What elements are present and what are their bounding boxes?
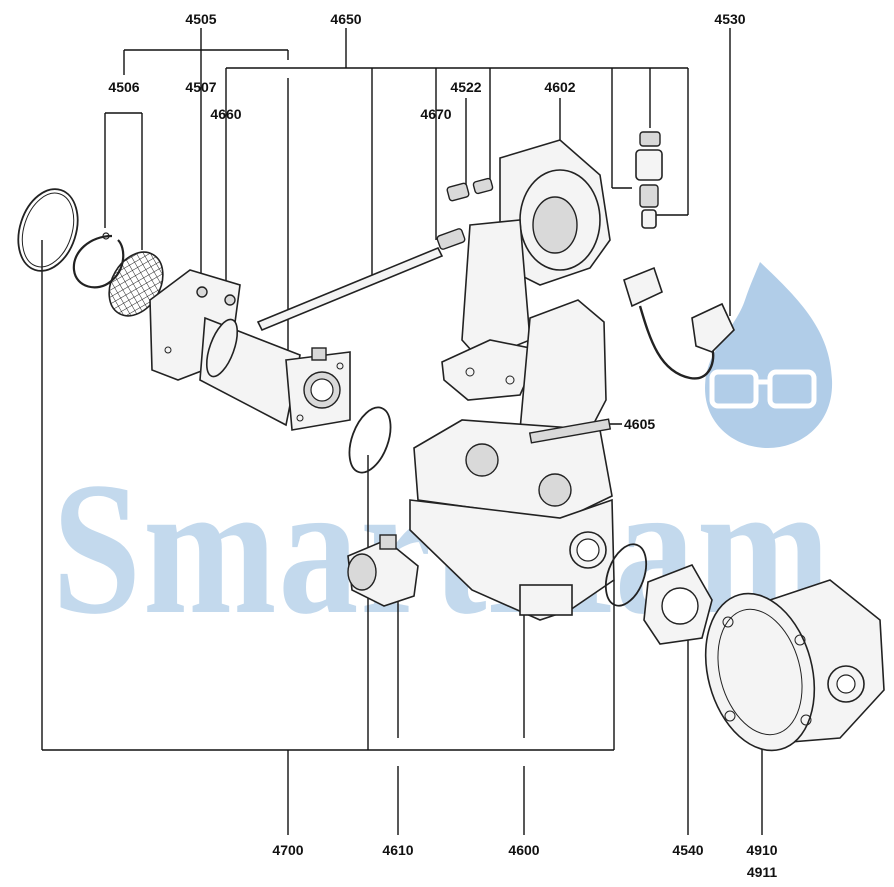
- label-4530: 4530: [714, 11, 745, 27]
- long-rod: [256, 246, 444, 332]
- pressure-sensor: [635, 131, 663, 229]
- right-o-ring: [604, 543, 648, 607]
- label-4911: 4911: [747, 864, 778, 880]
- label-4650: 4650: [330, 11, 361, 27]
- blower-fan: [704, 579, 885, 752]
- label-4700: 4700: [272, 842, 303, 858]
- upper-valve-body: [441, 139, 611, 401]
- watermark-flame-icon: [705, 262, 833, 448]
- label-4540: 4540: [672, 842, 703, 858]
- large-o-ring: [17, 188, 79, 272]
- part-labels: 4505 4650 4530 4506 4507 4522 4602 4660 …: [108, 11, 777, 880]
- label-4505: 4505: [185, 11, 216, 27]
- label-4605: 4605: [624, 416, 655, 432]
- label-4610: 4610: [382, 842, 413, 858]
- main-valve-body: [409, 299, 615, 621]
- label-4600: 4600: [508, 842, 539, 858]
- parts: [17, 131, 885, 752]
- flange: [643, 564, 713, 645]
- solenoid-coil: [347, 534, 419, 607]
- cable-connector: [623, 266, 735, 380]
- small-fittings: [436, 177, 494, 250]
- label-4670: 4670: [420, 106, 451, 122]
- label-4507: 4507: [185, 79, 216, 95]
- label-4602: 4602: [544, 79, 575, 95]
- snap-ring: [72, 232, 125, 289]
- label-4660: 4660: [210, 106, 241, 122]
- middle-o-ring: [348, 406, 392, 474]
- label-4506: 4506: [108, 79, 139, 95]
- leader-lines: [41, 28, 763, 835]
- label-4910: 4910: [746, 842, 777, 858]
- inlet-tube: [149, 269, 351, 431]
- label-4522: 4522: [450, 79, 481, 95]
